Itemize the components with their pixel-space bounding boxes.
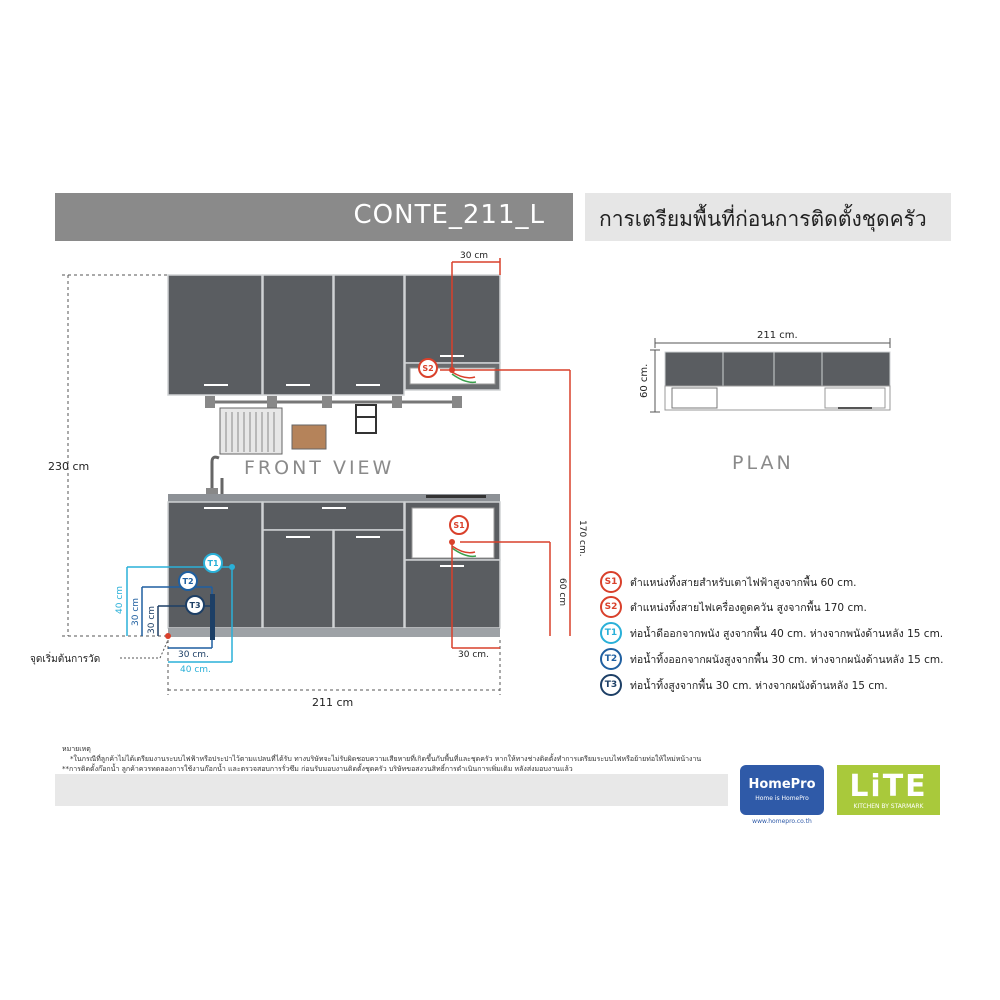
marker-t2: T2 <box>178 571 198 591</box>
plan-depth-label: 60 cm. <box>639 364 650 398</box>
marker-s1: S1 <box>449 515 469 535</box>
hanging-rail <box>205 396 462 455</box>
legend-text: ท่อน้ำทิ้งสูงจากพื้น 30 cm. ห่างจากผนังด… <box>630 680 888 692</box>
legend-text: ท่อน้ำทิ้งออกจากผนังสูงจากพื้น 30 cm. ห่… <box>630 654 944 666</box>
svg-text:S2: S2 <box>422 364 433 373</box>
svg-text:T2: T2 <box>182 577 193 586</box>
legend-text: ท่อน้ำดีออกจากพนัง สูงจากพื้น 40 cm. ห่า… <box>630 628 944 640</box>
dim-60-label: 60 cm <box>557 578 567 606</box>
legend-badge: S2 <box>600 596 622 618</box>
front-view-label: FRONT VIEW <box>244 457 394 479</box>
legend-badge: T2 <box>600 648 622 670</box>
dim-211 <box>167 640 501 695</box>
dim-211-label: 211 cm <box>312 696 353 709</box>
origin-point <box>165 633 171 639</box>
plan-width-label: 211 cm. <box>757 330 798 341</box>
model-header: CONTE_211_L <box>55 193 573 241</box>
legend-text: ตำแหน่งทิ้งสายไฟเครื่องดูดควัน สูงจากพื้… <box>630 602 867 614</box>
legend-t2: T2 ท่อน้ำทิ้งออกจากผนังสูงจากพื้น 30 cm.… <box>600 648 960 670</box>
title-header: การเตรียมพื้นที่ก่อนการติดตั้งชุดครัว <box>585 193 951 241</box>
origin-label: จุดเริ่มต้นการวัด <box>30 651 100 665</box>
legend-badge: T3 <box>600 674 622 696</box>
faucet <box>206 455 224 494</box>
hob <box>426 495 486 498</box>
legend-badge: T1 <box>600 622 622 644</box>
svg-text:S1: S1 <box>453 521 465 530</box>
dim-bottom-30-label: 30 cm. <box>458 650 489 660</box>
homepro-logo-text: HomePro <box>748 777 816 792</box>
legend-badge: S1 <box>600 571 622 593</box>
base-drawer <box>262 501 405 531</box>
plan-view <box>650 338 891 413</box>
dim-t2-label: 30 cm <box>131 598 141 626</box>
svg-text:T1: T1 <box>207 559 218 568</box>
dim-t1-label: 40 cm <box>115 586 125 614</box>
lite-logo-text: LiTE <box>849 769 928 804</box>
dim-t-40-label: 40 cm. <box>180 665 211 675</box>
footer-bar <box>55 774 728 806</box>
dim-230 <box>62 274 168 637</box>
base-handles <box>204 507 464 567</box>
plan-label: PLAN <box>732 452 794 474</box>
wall-cabinet-1 <box>167 274 263 396</box>
notes: หมายเหตุ *ในกรณีที่ลูกค้าไม่ได้เตรียมงาน… <box>62 744 702 774</box>
svg-text:T3: T3 <box>189 601 200 610</box>
wall-cabinet-2 <box>262 274 334 396</box>
dim-top-30-label: 30 cm <box>460 251 488 261</box>
notes-title: หมายเหตุ <box>62 745 91 753</box>
base-cabinet-2 <box>262 529 334 629</box>
plinth <box>168 628 500 637</box>
dim-170-label: 170 cm. <box>577 520 587 557</box>
legend-t3: T3 ท่อน้ำทิ้งสูงจากพื้น 30 cm. ห่างจากผน… <box>600 674 960 696</box>
homepro-tagline: Home is HomePro <box>755 795 809 802</box>
legend-text: ตำแหน่งทิ้งสายสำหรับเตาไฟฟ้าสูงจากพื้น 6… <box>630 577 857 589</box>
lite-logo: LiTE KITCHEN BY STARMARK <box>837 765 940 815</box>
legend-s2: S2 ตำแหน่งทิ้งสายไฟเครื่องดูดควัน สูงจาก… <box>600 596 960 618</box>
notes-line-2: **การติดตั้งก๊อกน้ำ ลูกค้าควรทดลองการใช้… <box>62 765 573 773</box>
drain-pipe <box>210 594 215 640</box>
marker-t1: T1 <box>203 553 223 573</box>
marker-t3: T3 <box>185 595 205 615</box>
dim-red <box>440 258 571 649</box>
legend-s1: S1 ตำแหน่งทิ้งสายสำหรับเตาไฟฟ้าสูงจากพื้… <box>600 571 960 593</box>
countertop <box>168 494 500 502</box>
homepro-logo: HomePro Home is HomePro <box>740 765 824 815</box>
dim-t3-label: 30 cm <box>147 606 157 634</box>
wall-cabinet-3 <box>333 274 405 396</box>
legend-t1: T1 ท่อน้ำดีออกจากพนัง สูงจากพื้น 40 cm. … <box>600 622 960 644</box>
marker-s2: S2 <box>418 358 438 378</box>
lite-tagline: KITCHEN BY STARMARK <box>853 803 924 810</box>
base-cabinet-3 <box>333 529 405 629</box>
model-title: CONTE_211_L <box>353 200 545 230</box>
homepro-url: www.homepro.co.th <box>752 818 812 825</box>
dim-t-30-label: 30 cm. <box>178 650 209 660</box>
page-title: การเตรียมพื้นที่ก่อนการติดตั้งชุดครัว <box>599 207 927 231</box>
dim-230-label: 230 cm <box>48 460 89 473</box>
notes-line-1: *ในกรณีที่ลูกค้าไม่ได้เตรียมงานระบบไฟฟ้า… <box>70 755 702 763</box>
